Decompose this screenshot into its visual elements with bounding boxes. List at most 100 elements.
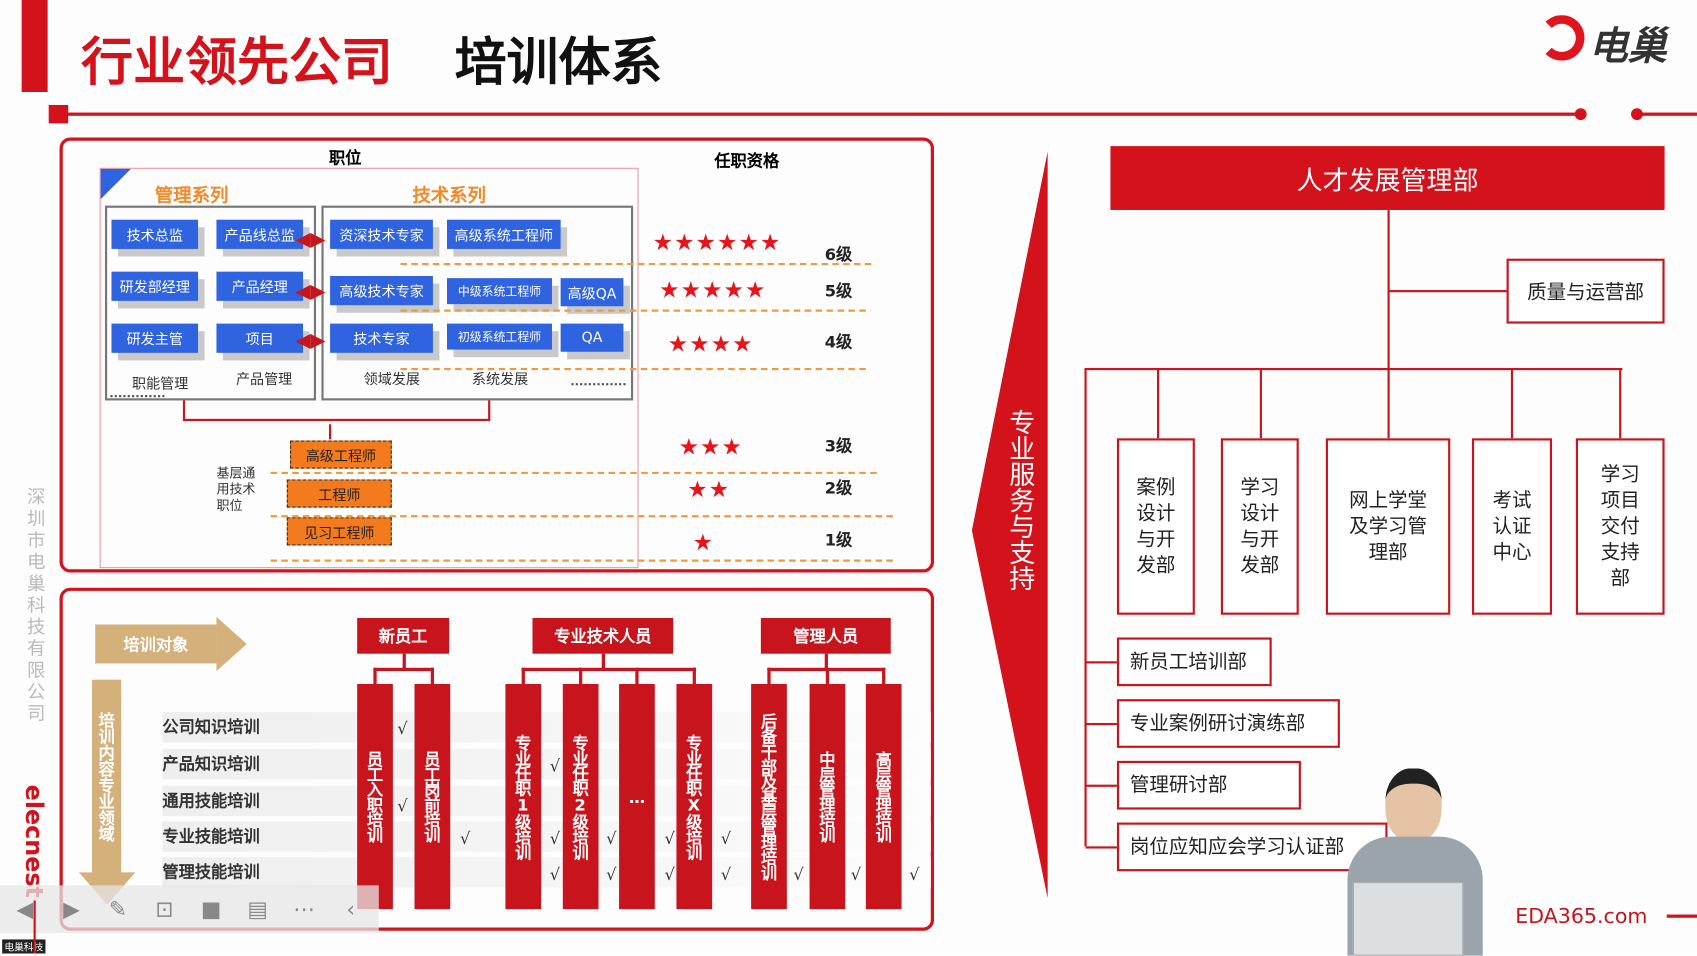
connector	[692, 667, 696, 686]
track-label: 系统发展	[471, 372, 529, 389]
org-line	[1084, 367, 1623, 371]
star-rating: ★★★★★★	[652, 229, 782, 256]
presenter-video	[1342, 763, 1488, 956]
org-dept: 网上学堂及学习管理部	[1325, 438, 1451, 615]
training-column: 专业任职1级培训	[505, 684, 542, 910]
group-header: 管理人员	[760, 617, 891, 654]
role-box: 高级技术专家	[330, 275, 433, 306]
level-label: 2级	[824, 478, 853, 498]
level-divider	[400, 309, 866, 312]
tech-series-label: 技术系列	[412, 185, 486, 207]
double-arrow-icon: ◀▶	[295, 329, 326, 352]
connector	[329, 424, 332, 440]
corner-label: 电巢科技	[2, 939, 46, 954]
row-label: 通用技能培训	[162, 785, 931, 817]
training-column: 员工岗前培训	[414, 684, 451, 910]
role-box: QA	[560, 323, 624, 352]
role-box: 资深技术专家	[330, 219, 433, 249]
org-line	[1619, 367, 1622, 439]
training-column: 专业任职2级培训	[562, 684, 599, 910]
tech-box	[321, 205, 634, 401]
check-mark: √	[397, 796, 408, 817]
title-rule	[64, 112, 1581, 116]
role-box: 技术专家	[330, 323, 433, 353]
check-mark: √	[397, 718, 408, 739]
position-frame	[99, 167, 639, 569]
support-arrow	[971, 151, 1048, 899]
training-column: 专业任职X级培训	[676, 684, 713, 910]
star-rating: ★★★★★	[659, 277, 767, 304]
player-toolbar: ◀ ▶ ✎ ⊡ ■ ▤ ⋯ ‹	[0, 885, 379, 933]
level-divider	[270, 559, 893, 562]
basic-role-box: 见习工程师	[286, 517, 392, 546]
check-mark: √	[606, 864, 617, 885]
comment-icon[interactable]: ▤	[247, 896, 268, 923]
role-box: 中级系统工程师	[446, 278, 552, 305]
check-mark: √	[549, 756, 561, 777]
org-line	[1387, 367, 1390, 439]
row-label: 管理技能培训	[162, 857, 931, 888]
org-branch: 新员工培训部	[1116, 637, 1272, 687]
group-header: 新员工	[357, 617, 450, 654]
connector	[182, 418, 491, 422]
check-mark: √	[549, 864, 561, 885]
connector	[824, 653, 828, 669]
screenshot-icon[interactable]: ⊡	[155, 896, 174, 923]
more-icon[interactable]: ⋯	[293, 896, 315, 923]
level-divider	[270, 471, 877, 475]
connector	[373, 667, 377, 686]
level-divider	[400, 262, 872, 266]
presenter-head	[1385, 768, 1442, 843]
rule-dot	[1574, 108, 1587, 121]
org-side-dept: 质量与运营部	[1506, 258, 1665, 324]
position-label: 职位	[329, 148, 362, 168]
play-icon[interactable]: ▶	[63, 896, 80, 923]
org-dept: 学习设计与开发部	[1220, 438, 1299, 615]
rule-dot	[1631, 108, 1643, 121]
connector	[521, 667, 696, 672]
org-dept: 案例设计与开发部	[1116, 438, 1195, 615]
back-icon[interactable]: ◀	[16, 896, 34, 923]
target-arrow: 培训对象	[95, 624, 217, 664]
dotted-mark	[571, 383, 626, 386]
double-arrow-icon: ◀▶	[295, 228, 326, 252]
training-matrix-panel	[59, 587, 935, 931]
org-root: 人才发展管理部	[1110, 146, 1665, 210]
role-box: 技术总监	[111, 219, 199, 249]
mgmt-series-label: 管理系列	[154, 185, 229, 207]
connector	[767, 667, 771, 686]
check-mark: √	[664, 829, 675, 849]
level-label: 1级	[824, 530, 853, 550]
role-box: 产品经理	[216, 271, 304, 301]
org-line	[1084, 367, 1087, 847]
basic-group-label: 基层通用技术职位	[216, 465, 256, 514]
star-rating: ★★★	[678, 434, 743, 460]
org-line	[1510, 367, 1514, 439]
watermark-brand: elecnest	[19, 784, 47, 898]
org-line	[1085, 784, 1117, 787]
track-label: 产品管理	[235, 372, 293, 389]
progress-marker[interactable]	[33, 900, 36, 954]
check-mark: √	[664, 864, 675, 885]
org-line	[1388, 290, 1507, 293]
rule-tail	[1639, 112, 1697, 116]
org-branch: 管理研讨部	[1116, 760, 1301, 810]
star-rating: ★★	[687, 476, 731, 503]
training-column: 中层管理培训	[809, 684, 846, 910]
support-arrow-text: 专业服务与支持	[1004, 409, 1035, 591]
track-label: 领域发展	[363, 372, 420, 389]
collapse-icon[interactable]: ‹	[346, 896, 355, 923]
camera-icon[interactable]: ■	[200, 896, 222, 923]
track-label: 职能管理	[132, 376, 189, 393]
org-line	[1085, 661, 1117, 664]
training-column: 高层管理培训	[865, 684, 902, 910]
check-mark: √	[793, 864, 804, 885]
connector	[579, 667, 583, 686]
logo-icon	[1539, 15, 1585, 61]
pen-icon[interactable]: ✎	[108, 896, 128, 923]
connector	[373, 667, 435, 672]
target-arrow-head	[216, 616, 247, 672]
connector	[601, 653, 606, 669]
level-label: 4级	[824, 332, 853, 352]
title-black: 培训体系	[454, 32, 663, 94]
